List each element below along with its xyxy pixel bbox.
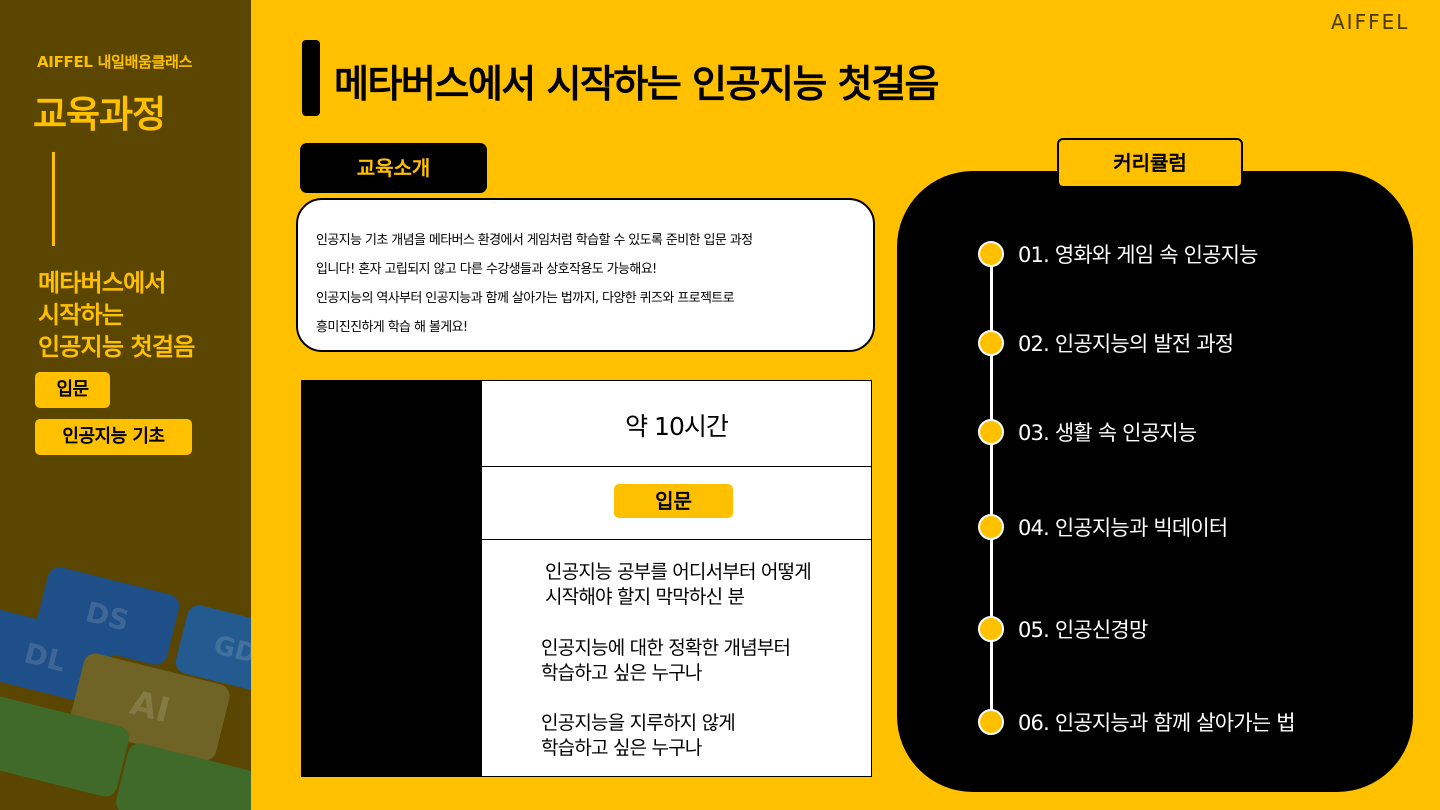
- course-info-table: 약 10시간 입문 인공지능 공부를 어디서부터 어떻게 시작해야 할지 막막하…: [301, 380, 872, 777]
- intro-line: 인공지능의 역사부터 인공지능과 함께 살아가는 법까지, 다양한 퀴즈와 프로…: [316, 291, 735, 306]
- curriculum-panel: [897, 171, 1413, 792]
- timeline-dot-icon: [978, 241, 1004, 267]
- target-audience-item: 인공지능을 지루하지 않게 학습하고 싶은 누구나: [541, 711, 736, 761]
- timeline-dot-icon: [978, 514, 1004, 540]
- sidebar-title: 교육과정: [33, 93, 166, 136]
- curriculum-item-label: 04. 인공지능과 빅데이터: [1018, 516, 1228, 540]
- target-line: 시작해야 할지 막막하신 분: [545, 586, 745, 608]
- sidebar-subtitle: AIFFEL 내일배움클래스: [37, 53, 193, 71]
- tag-topic: 인공지능 기초: [35, 419, 192, 455]
- curriculum-item: 01. 영화와 게임 속 인공지능: [978, 240, 1259, 268]
- intro-line: 인공지능 기초 개념을 메타버스 환경에서 게임처럼 학습할 수 있도록 준비한…: [316, 233, 753, 248]
- title-accent-bar: [302, 40, 320, 116]
- target-line: 인공지능에 대한 정확한 개념부터: [541, 637, 791, 659]
- intro-label: 교육소개: [300, 143, 487, 193]
- curriculum-item: 05. 인공신경망: [978, 615, 1148, 643]
- table-row-level: 입문: [482, 467, 871, 540]
- curriculum-item-label: 03. 생활 속 인공지능: [1018, 421, 1197, 445]
- sidebar: AIFFEL 내일배움클래스 교육과정 메타버스에서 시작하는 인공지능 첫걸음…: [0, 0, 251, 810]
- brand-logo: AIFFEL: [1331, 10, 1410, 34]
- course-name-line: 시작하는: [38, 301, 124, 329]
- curriculum-item: 03. 생활 속 인공지능: [978, 418, 1197, 446]
- curriculum-item-label: 02. 인공지능의 발전 과정: [1018, 332, 1234, 356]
- sidebar-divider: [52, 152, 55, 246]
- table-row-duration: 약 10시간: [482, 381, 871, 467]
- course-name-line: 인공지능 첫걸음: [38, 333, 195, 361]
- intro-line: 입니다! 혼자 고립되지 않고 다른 수강생들과 상호작용도 가능해요!: [316, 262, 657, 277]
- curriculum-item-label: 05. 인공신경망: [1018, 618, 1148, 642]
- target-line: 인공지능 공부를 어디서부터 어떻게: [545, 561, 812, 583]
- course-duration: 약 10시간: [625, 412, 729, 441]
- curriculum-item: 02. 인공지능의 발전 과정: [978, 329, 1234, 357]
- sidebar-course-name: 메타버스에서 시작하는 인공지능 첫걸음: [38, 267, 195, 363]
- target-line: 인공지능을 지루하지 않게: [541, 712, 736, 734]
- timeline-dot-icon: [978, 419, 1004, 445]
- timeline-dot-icon: [978, 709, 1004, 735]
- table-row-targets: 인공지능 공부를 어디서부터 어떻게 시작해야 할지 막막하신 분 인공지능에 …: [482, 540, 871, 776]
- curriculum-item: 06. 인공지능과 함께 살아가는 법: [978, 708, 1296, 736]
- page-title: 메타버스에서 시작하는 인공지능 첫걸음: [334, 62, 940, 106]
- intro-line: 흥미진진하게 학습 해 볼게요!: [316, 320, 468, 335]
- tag-level: 입문: [35, 372, 110, 408]
- timeline-line: [990, 255, 993, 723]
- level-badge: 입문: [614, 484, 733, 518]
- curriculum-item: 04. 인공지능과 빅데이터: [978, 513, 1228, 541]
- keyboard-keys-image: DS DL GD AI: [0, 560, 251, 810]
- intro-description: 인공지능 기초 개념을 메타버스 환경에서 게임처럼 학습할 수 있도록 준비한…: [296, 198, 875, 352]
- curriculum-item-label: 06. 인공지능과 함께 살아가는 법: [1018, 711, 1296, 735]
- target-line: 학습하고 싶은 누구나: [541, 662, 702, 684]
- timeline-dot-icon: [978, 330, 1004, 356]
- curriculum-label: 커리큘럼: [1057, 138, 1243, 188]
- target-audience-item: 인공지능 공부를 어디서부터 어떻게 시작해야 할지 막막하신 분: [545, 560, 812, 610]
- curriculum-item-label: 01. 영화와 게임 속 인공지능: [1018, 243, 1259, 267]
- target-line: 학습하고 싶은 누구나: [541, 737, 702, 759]
- course-name-line: 메타버스에서: [38, 269, 166, 297]
- target-audience-item: 인공지능에 대한 정확한 개념부터 학습하고 싶은 누구나: [541, 636, 791, 686]
- timeline-dot-icon: [978, 616, 1004, 642]
- table-header-column: [302, 381, 482, 776]
